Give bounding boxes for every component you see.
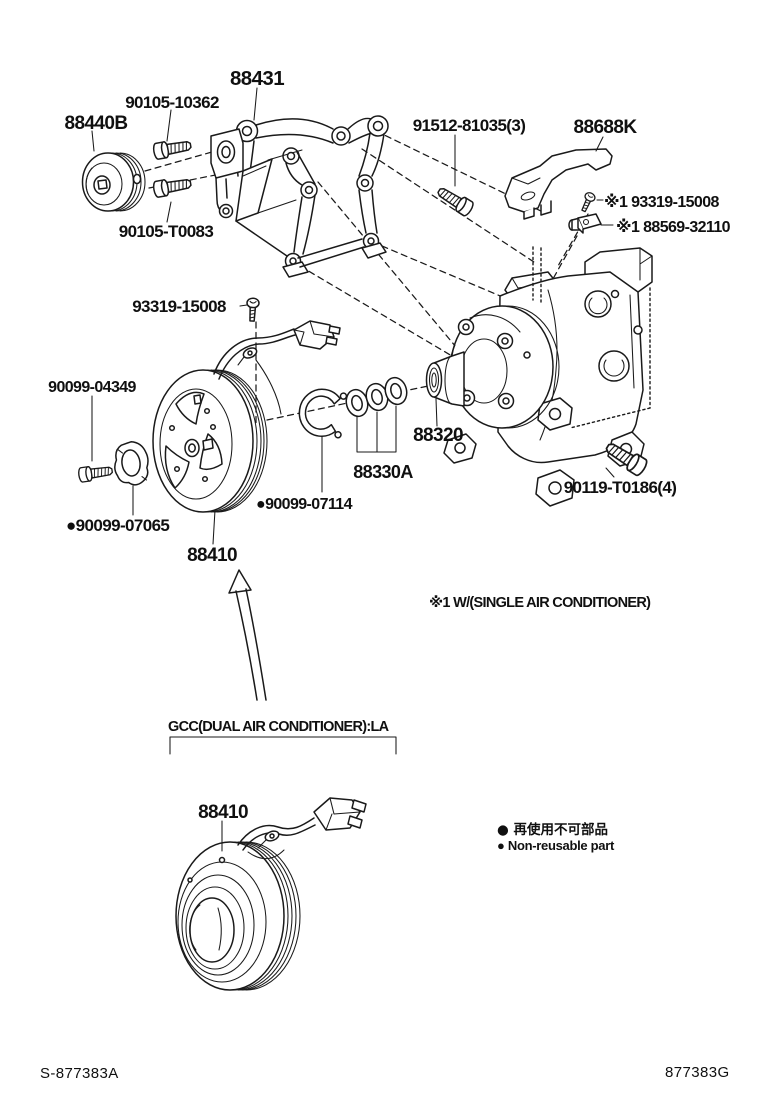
part-label-90099-07065: ●90099-07065 bbox=[66, 516, 169, 535]
part-label-90105-t0083: 90105-T0083 bbox=[119, 222, 214, 241]
screw-93319-right-drawing bbox=[578, 190, 597, 214]
note-nonreusable-jp: ● 再使用不可部品 bbox=[497, 821, 608, 838]
clamp-88569-drawing bbox=[568, 213, 602, 234]
bolt-t0083-drawing bbox=[151, 174, 193, 199]
note-single-ac: ※1 W/(SINGLE AIR CONDITIONER) bbox=[429, 595, 651, 611]
clutch-dual-wire-harness bbox=[237, 797, 367, 860]
dual-ac-arrow bbox=[228, 569, 267, 701]
leader-lines bbox=[91, 87, 615, 852]
compressor-88320-drawing bbox=[425, 246, 653, 507]
alignment-dash-lines bbox=[144, 130, 591, 435]
part-label-88440b: 88440B bbox=[65, 113, 128, 134]
snap-ring-07114-drawing bbox=[298, 388, 348, 439]
part-label-88320: 88320 bbox=[413, 425, 463, 446]
bolt-04349-drawing bbox=[77, 462, 114, 484]
part-label-93319-15008: 93319-15008 bbox=[132, 297, 226, 316]
part-label-88410: 88410 bbox=[187, 545, 237, 566]
part-label-90099-07114: ●90099-07114 bbox=[256, 496, 353, 513]
bolt-10362-drawing bbox=[151, 136, 193, 161]
part-label-88688k: 88688K bbox=[574, 117, 638, 138]
part-label-88431: 88431 bbox=[230, 67, 284, 90]
bracket-88688k-drawing bbox=[504, 148, 613, 220]
clutch-assembly-88410-drawing bbox=[152, 320, 341, 513]
part-label-93319-15008-right: ※1 93319-15008 bbox=[604, 193, 720, 211]
clutch-wire-harness bbox=[213, 320, 341, 415]
note-dual-ac: GCC(DUAL AIR CONDITIONER):LA bbox=[168, 719, 390, 735]
part-label-88330a: 88330A bbox=[353, 462, 413, 482]
screw-93319-mid-drawing bbox=[245, 297, 260, 323]
part-label-88410-dual: 88410 bbox=[198, 802, 248, 823]
part-label-91512-81035: 91512-81035(3) bbox=[413, 116, 526, 135]
part-label-90105-10362: 90105-10362 bbox=[125, 93, 219, 112]
shaft-stub bbox=[132, 173, 142, 185]
washer-set-88330a-drawing bbox=[342, 374, 411, 420]
part-label-90119-t0186: 90119-T0186(4) bbox=[564, 478, 677, 497]
part-label-88569-32110: ※1 88569-32110 bbox=[616, 218, 731, 236]
drawing-code-left: S-877383A bbox=[40, 1065, 119, 1082]
gcc-bracket-line bbox=[169, 736, 397, 755]
part-label-90099-04349: 90099-04349 bbox=[48, 379, 136, 396]
bracket-88431-drawing bbox=[210, 115, 389, 278]
drawing-code-right: 877383G bbox=[665, 1064, 730, 1081]
note-nonreusable-en: ● Non-reusable part bbox=[497, 838, 615, 853]
plate-07065-drawing bbox=[114, 441, 149, 486]
phantom-outline-dotted bbox=[532, 246, 651, 429]
clutch-assembly-dual-88410-drawing bbox=[175, 797, 367, 991]
idler-pulley-88440b-drawing bbox=[81, 152, 146, 212]
